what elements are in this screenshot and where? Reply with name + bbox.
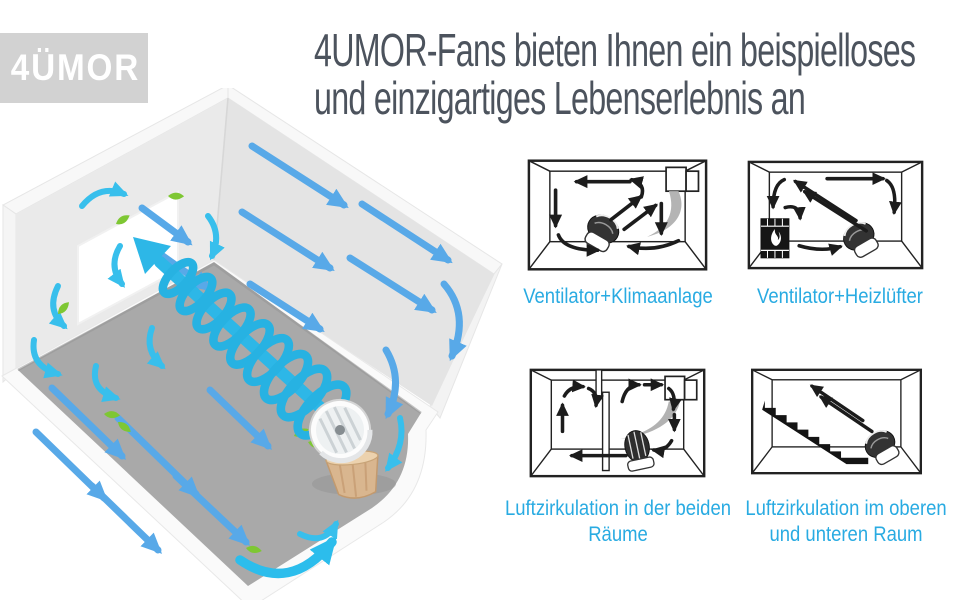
flame-icon xyxy=(771,228,781,246)
fan-icon xyxy=(584,214,620,253)
airflow-arrows-wall xyxy=(138,142,453,333)
page-title: 4UMOR-Fans bieten Ihnen ein beispiellose… xyxy=(314,26,958,122)
spiral-arrowhead xyxy=(133,237,171,274)
diagram-caption-two-rooms: Luftzirkulation in der beiden Räume xyxy=(504,497,732,546)
airflow-arrows xyxy=(556,378,682,463)
airflow-arrows-wall-edge xyxy=(382,280,467,420)
fan-head xyxy=(309,399,373,464)
fan-icon xyxy=(624,430,655,472)
floor xyxy=(18,262,421,586)
fan-device xyxy=(309,399,396,499)
page-title-line1: 4UMOR-Fans bieten Ihnen ein beispiellose… xyxy=(314,24,916,76)
page-title-line2: und einzigartiges Lebenserlebnis an xyxy=(314,72,806,124)
brand-logo: 4ÜMOR xyxy=(0,33,148,103)
airflow-spiral xyxy=(133,237,351,440)
airflow-arrows xyxy=(809,384,874,434)
airflow-arrows xyxy=(766,172,902,256)
fan-icon xyxy=(864,430,900,466)
right-wall xyxy=(214,98,494,406)
diagram-two-rooms xyxy=(529,368,706,478)
airflow-arrows-window xyxy=(30,181,225,402)
airflow-arrows-floor xyxy=(32,384,273,554)
diagram-upper-lower-room xyxy=(750,368,923,475)
diagram-caption-fan-heater: Ventilator+Heizlüfter xyxy=(757,285,923,308)
diagram-fan-ac xyxy=(527,159,708,271)
brand-logo-text: 4ÜMOR xyxy=(10,47,141,88)
ac-unit-icon xyxy=(647,166,700,237)
diagram-fan-heater xyxy=(747,160,924,270)
room-airflow-illustration xyxy=(1,88,503,600)
airflow-arrows-return xyxy=(235,415,405,579)
airflow-arrows xyxy=(549,175,681,257)
diagram-caption-upper-lower: Luftzirkulation im oberen und unteren Ra… xyxy=(745,497,947,546)
diagram-caption-fan-ac: Ventilator+Klimaanlage xyxy=(523,285,713,308)
heater-icon xyxy=(760,218,790,259)
